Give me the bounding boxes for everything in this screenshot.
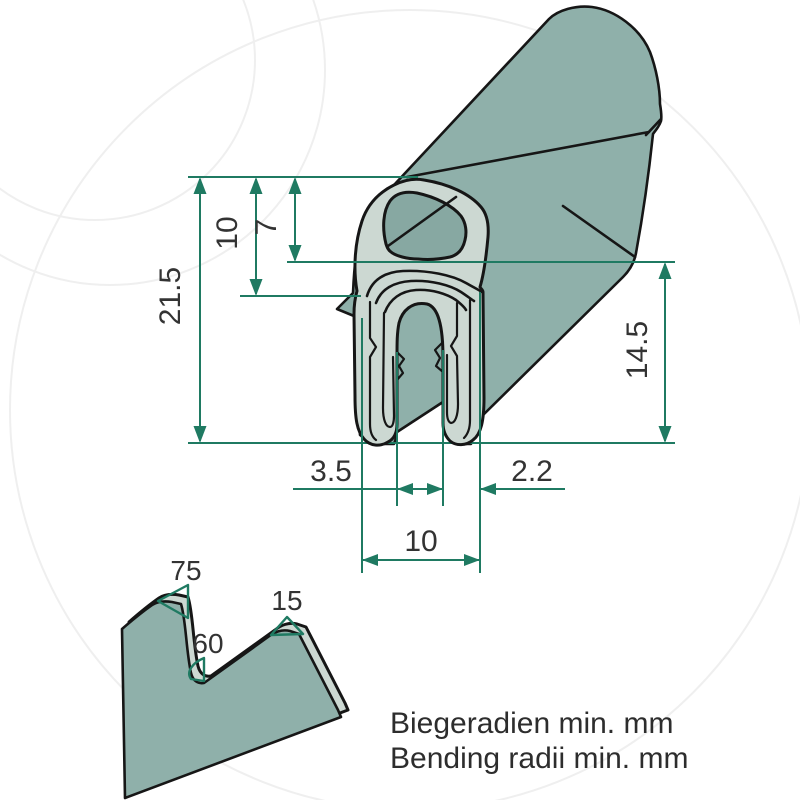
- seal-profile-3d: [188, 5, 675, 447]
- arrow-up-icon: [249, 177, 263, 194]
- dimension-slot-width: 3.5: [293, 455, 443, 495]
- watermark-circle: [0, 0, 326, 286]
- dimension-label-slot-width: 3.5: [310, 455, 352, 488]
- radius-15-triangle-icon: [269, 615, 305, 637]
- arrow-down-icon: [193, 426, 207, 443]
- arrow-down-icon: [249, 279, 263, 296]
- radius-15-label: 15: [271, 585, 302, 616]
- arrow-down-icon: [288, 245, 302, 262]
- extrusion-top-edge-line: [405, 130, 651, 179]
- slot-gap-background: [396, 403, 447, 446]
- dimensioning: 21.5 10 7 14.5 3.5: [154, 176, 675, 573]
- dimension-total-height: 21.5: [154, 177, 207, 443]
- bent-sheet-front-face: [120, 600, 343, 800]
- left-leg-core-line: [368, 300, 378, 442]
- end-cap-step-line: [644, 117, 663, 137]
- dimension-label-bulb-outer: 10: [211, 216, 244, 249]
- arrow-left-icon: [362, 554, 378, 566]
- arrow-up-icon: [658, 262, 672, 279]
- right-leg-core-line: [462, 298, 472, 440]
- arrow-right-icon: [464, 554, 480, 566]
- caption-english: Bending radii min. mm: [390, 742, 688, 775]
- captions: Biegeradien min. mm Bending radii min. m…: [390, 707, 688, 775]
- radius-75-label: 75: [170, 555, 201, 586]
- arrow-left-icon: [397, 483, 413, 495]
- arrow-up-icon: [193, 177, 207, 194]
- dimension-label-clamp-height: 14.5: [621, 321, 654, 379]
- clamp-arch-outer: [365, 269, 484, 298]
- dimension-label-bulb-inner: 7: [250, 219, 283, 236]
- dimension-label-total-height: 21.5: [154, 267, 187, 325]
- watermark-circle: [9, 9, 800, 800]
- bulb-seal-opening: [382, 190, 468, 261]
- dimension-total-width: 10: [362, 525, 480, 566]
- arrow-left-icon: [480, 483, 496, 495]
- arrow-right-icon: [427, 483, 443, 495]
- radius-60-label: 60: [192, 628, 223, 659]
- underside-edge-line: [395, 400, 445, 434]
- dimension-wall-thickness: 2.2: [480, 455, 565, 495]
- extrusion-right-edge-line: [561, 204, 637, 259]
- left-slot-tooth: [395, 350, 406, 382]
- dimension-label-wall-thickness: 2.2: [511, 455, 553, 488]
- radius-60-drop-icon: [188, 656, 206, 683]
- right-slot-tooth: [433, 340, 445, 374]
- radius-75-triangle-icon: [156, 583, 190, 620]
- bending-radii-diagram: 75 60 15: [120, 555, 350, 800]
- clamp-arch-middle: [374, 279, 476, 305]
- dimension-bulb-inner: 7: [250, 177, 302, 262]
- dimension-clamp-height: 14.5: [621, 262, 672, 443]
- bulb-diagonal-line: [386, 195, 458, 248]
- clamp-arch-inner: [383, 288, 468, 314]
- arrow-down-icon: [658, 426, 672, 443]
- dimension-label-total-width: 10: [404, 525, 437, 558]
- watermark-circle: [0, 0, 256, 221]
- arrow-up-icon: [288, 177, 302, 194]
- left-leg-core-u: [381, 311, 396, 429]
- right-leg-core-u: [445, 301, 460, 425]
- dimension-bulb-outer: 10: [211, 177, 263, 296]
- caption-german: Biegeradien min. mm: [390, 707, 673, 740]
